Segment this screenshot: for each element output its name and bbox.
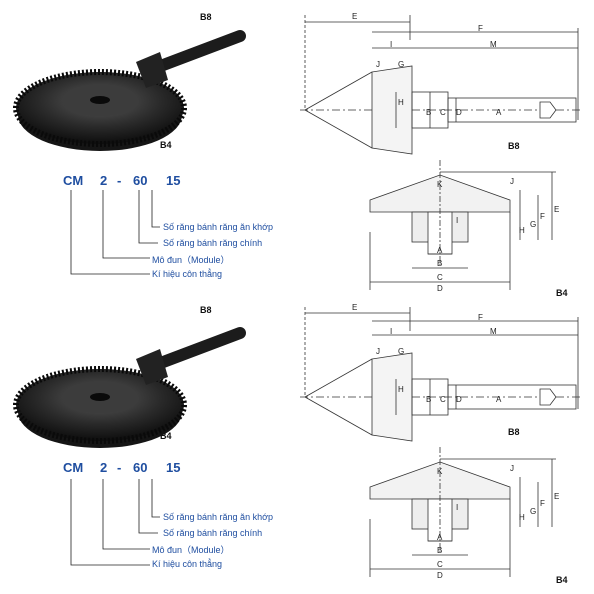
caption-main-teeth: Số răng bánh răng chính bbox=[163, 528, 263, 538]
code-module: 2 bbox=[100, 173, 108, 188]
dim-e-b4: E bbox=[554, 205, 560, 214]
product-panel-1: B8 B4 CM 2 - 60 15 Số răng bánh răng ăn … bbox=[13, 12, 580, 298]
dim-i: I bbox=[390, 327, 393, 336]
dim-a: A bbox=[496, 395, 502, 404]
code-mate: 15 bbox=[166, 460, 181, 475]
code-teeth: 60 bbox=[133, 173, 148, 188]
dim-f-b4: F bbox=[540, 499, 545, 508]
dim-g: G bbox=[398, 60, 405, 69]
code-prefix: CM bbox=[63, 460, 84, 475]
dim-c: C bbox=[440, 108, 446, 117]
drawing-label-b4: B4 bbox=[556, 288, 568, 298]
dim-b-b4: B bbox=[437, 259, 443, 268]
dim-b: B bbox=[426, 395, 432, 404]
panel-2-graphics bbox=[13, 307, 580, 577]
dim-d-b4: D bbox=[437, 284, 443, 293]
photo-label-top: B8 bbox=[200, 305, 212, 315]
dim-j-b4: J bbox=[510, 177, 514, 186]
dim-m: M bbox=[490, 327, 497, 336]
dim-i-b4: I bbox=[456, 503, 459, 512]
drawing-label-b8: B8 bbox=[508, 427, 520, 437]
dim-e-b4: E bbox=[554, 492, 560, 501]
bevel-gear-photo bbox=[13, 327, 246, 448]
dim-g-b4: G bbox=[530, 220, 537, 229]
caption-module: Mô đun（Module） bbox=[152, 545, 230, 555]
code-dash: - bbox=[117, 173, 122, 188]
dim-k: K bbox=[437, 180, 443, 189]
dim-c-b4: C bbox=[437, 273, 443, 282]
dim-a: A bbox=[496, 108, 502, 117]
caption-main-teeth: Số răng bánh răng chính bbox=[163, 238, 263, 248]
dim-c: C bbox=[440, 395, 446, 404]
dim-j: J bbox=[376, 347, 380, 356]
dim-h-b4: H bbox=[519, 226, 525, 235]
dim-g: G bbox=[398, 347, 405, 356]
code-bracket-lines bbox=[70, 190, 160, 275]
dim-g-b4: G bbox=[530, 507, 537, 516]
code-dash: - bbox=[117, 460, 122, 475]
caption-straight-bevel: Kí hiệu côn thẳng bbox=[152, 269, 223, 279]
b8-technical-drawing bbox=[300, 307, 580, 442]
dim-k: K bbox=[437, 467, 443, 476]
drawing-label-b4: B4 bbox=[556, 575, 568, 585]
caption-mating-teeth: Số răng bánh răng ăn khớp bbox=[163, 222, 273, 232]
caption-mating-teeth: Số răng bánh răng ăn khớp bbox=[163, 512, 273, 522]
code-bracket-lines bbox=[70, 479, 160, 566]
dim-m: M bbox=[490, 40, 497, 49]
b8-technical-drawing bbox=[300, 15, 580, 155]
photo-label-bottom: B4 bbox=[160, 431, 172, 441]
drawing-label-b8: B8 bbox=[508, 141, 520, 151]
photo-label-bottom: B4 bbox=[160, 140, 172, 150]
b4-technical-drawing bbox=[369, 160, 556, 290]
code-teeth: 60 bbox=[133, 460, 148, 475]
caption-module: Mô đun（Module） bbox=[152, 255, 230, 265]
panel-1-graphics bbox=[13, 15, 580, 290]
dim-f: F bbox=[478, 24, 483, 33]
dim-b-b4: B bbox=[437, 546, 443, 555]
dim-d-b4: D bbox=[437, 571, 443, 580]
dim-h: H bbox=[398, 385, 404, 394]
dim-h: H bbox=[398, 98, 404, 107]
dim-i: I bbox=[390, 40, 393, 49]
dim-j: J bbox=[376, 60, 380, 69]
dim-f-b4: F bbox=[540, 212, 545, 221]
product-panel-2: B8 B4 CM 2 - 60 15 Số răng bánh răng ăn … bbox=[0, 297, 594, 594]
code-mate: 15 bbox=[166, 173, 181, 188]
dim-j-b4: J bbox=[510, 464, 514, 473]
dim-b: B bbox=[426, 108, 432, 117]
dim-e: E bbox=[352, 303, 358, 312]
dim-e: E bbox=[352, 12, 358, 21]
bevel-gear-photo bbox=[13, 30, 246, 151]
dim-d: D bbox=[456, 395, 462, 404]
photo-label-top: B8 bbox=[200, 12, 212, 22]
dim-h-b4: H bbox=[519, 513, 525, 522]
dim-f: F bbox=[478, 313, 483, 322]
dim-c-b4: C bbox=[437, 560, 443, 569]
caption-straight-bevel: Kí hiệu côn thẳng bbox=[152, 559, 223, 569]
dim-a-b4: A bbox=[437, 533, 443, 542]
dim-a-b4: A bbox=[437, 246, 443, 255]
code-prefix: CM bbox=[63, 173, 84, 188]
b4-technical-drawing bbox=[369, 447, 556, 577]
code-module: 2 bbox=[100, 460, 108, 475]
dim-d: D bbox=[456, 108, 462, 117]
dim-i-b4: I bbox=[456, 216, 459, 225]
